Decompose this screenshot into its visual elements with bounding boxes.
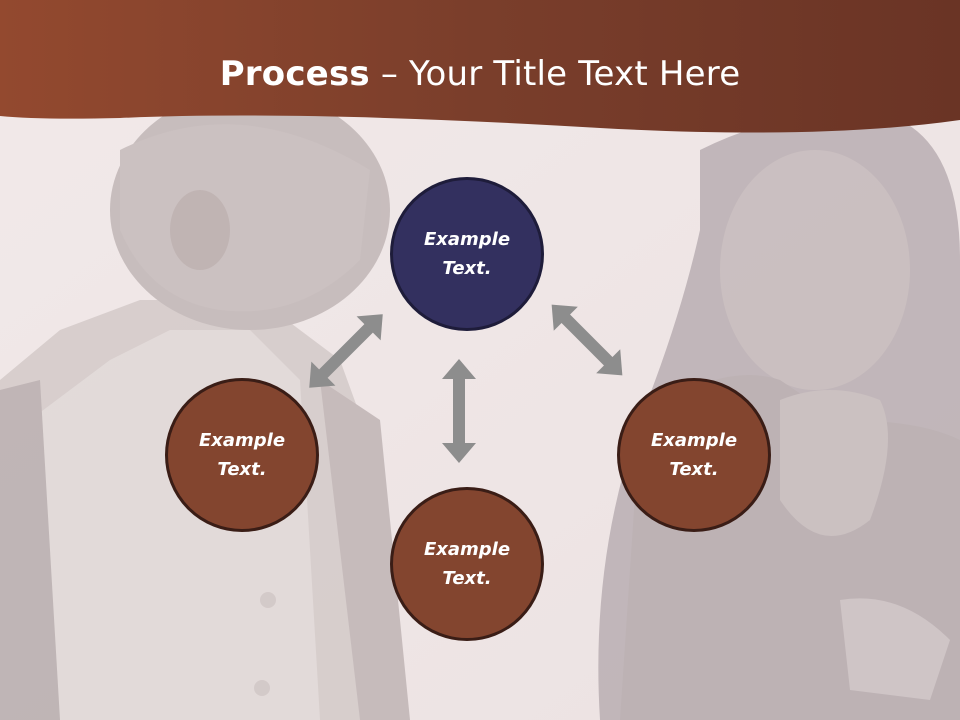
header-band xyxy=(0,0,960,133)
slide-title: Process – Your Title Text Here xyxy=(0,54,960,94)
node-bottom: Example Text. xyxy=(390,487,544,641)
node-right-text: Example Text. xyxy=(650,430,738,480)
node-left: Example Text. xyxy=(165,378,319,532)
title-rest: – Your Title Text Here xyxy=(369,54,741,94)
node-bottom-text: Example Text. xyxy=(423,539,511,589)
title-bold: Process xyxy=(219,54,370,94)
node-top: Example Text. xyxy=(390,177,544,331)
woman-figure xyxy=(598,114,960,720)
node-right: Example Text. xyxy=(617,378,771,532)
node-left-text: Example Text. xyxy=(198,430,286,480)
node-top-text: Example Text. xyxy=(423,229,511,279)
